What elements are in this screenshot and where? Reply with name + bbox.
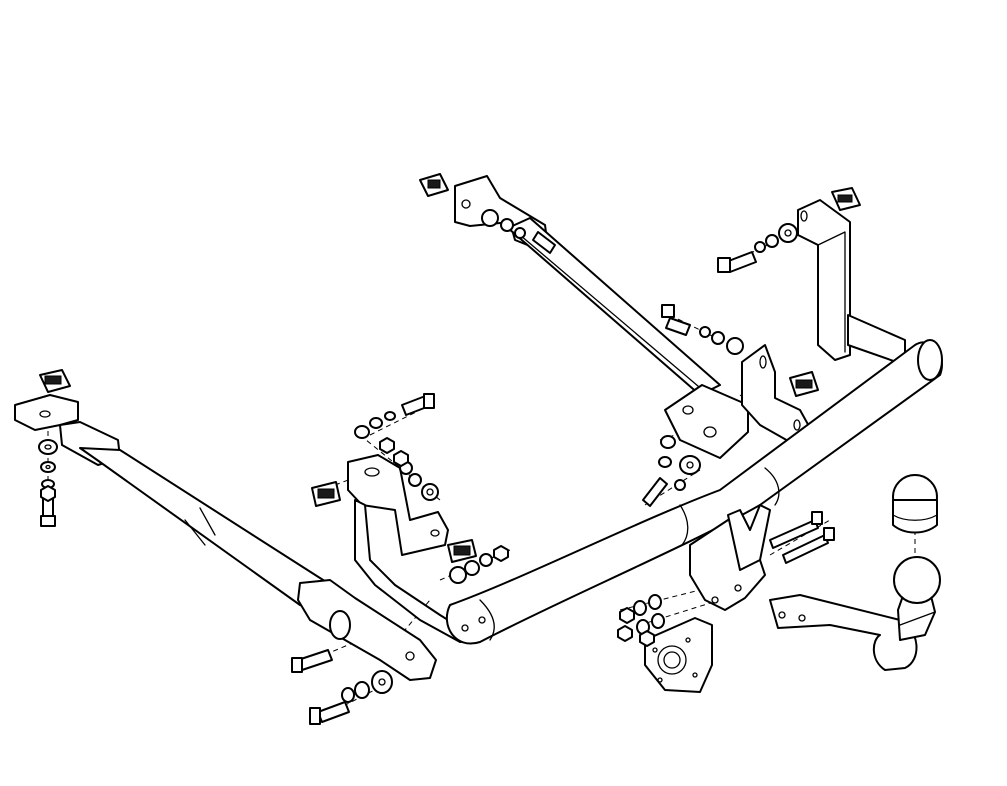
main-crossbar — [445, 339, 943, 645]
tow-ball-neck — [689, 504, 936, 671]
washers — [38, 209, 798, 703]
nuts — [40, 437, 655, 647]
cage-nuts — [39, 173, 861, 563]
bolts — [40, 231, 835, 725]
center-mounting-bracket — [741, 344, 811, 443]
socket-plate — [644, 617, 713, 693]
tow-ball — [892, 474, 941, 604]
left-mounting-plate — [347, 454, 481, 643]
left-side-arm — [14, 394, 437, 681]
right-vertical-bracket — [797, 199, 906, 366]
